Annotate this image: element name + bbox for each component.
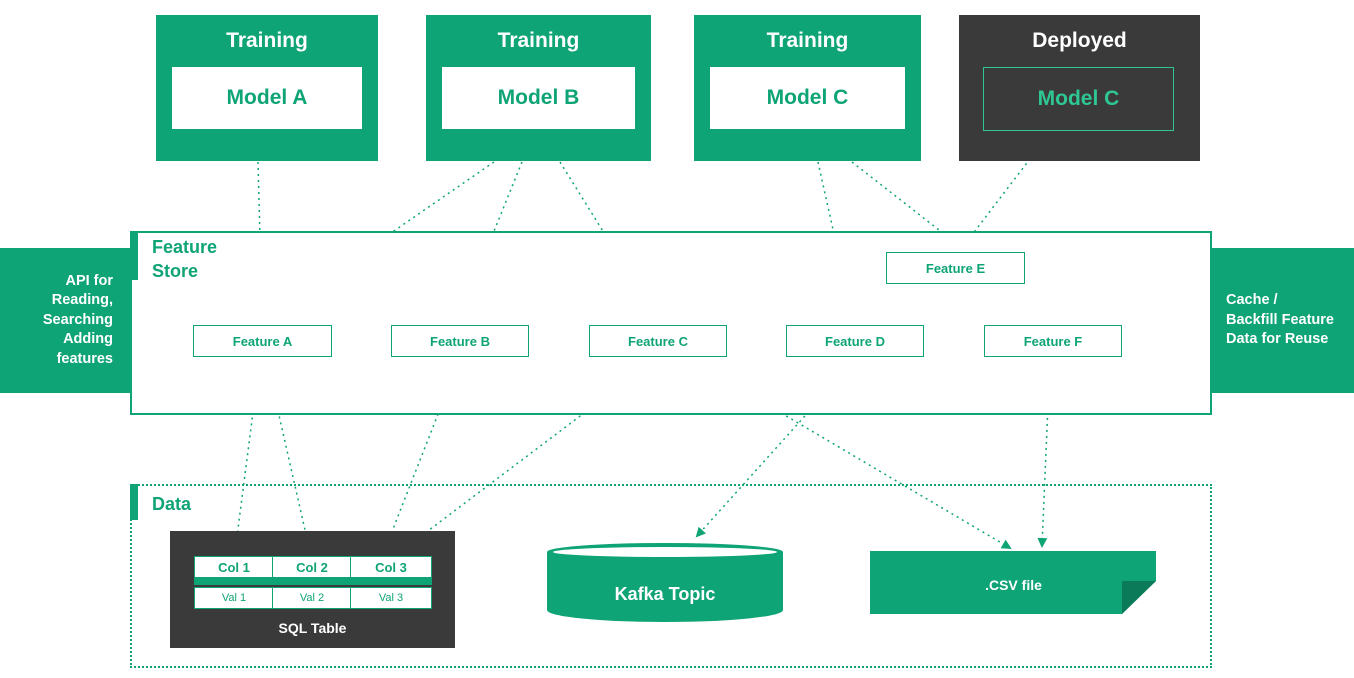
model-status: Training [497, 29, 580, 52]
kafka-cylinder-icon [547, 543, 783, 622]
feature-c[interactable]: Feature C [589, 325, 727, 357]
model-status: Training [766, 29, 849, 52]
sql-column-header: Col 3 [350, 556, 432, 578]
api-panel-text: API for Reading, Searching Adding featur… [42, 272, 113, 367]
sql-table-label: SQL Table [278, 620, 347, 636]
cache-panel: Cache / Backfill Feature Data for Reuse [1211, 248, 1354, 393]
sql-value-cell: Val 2 [272, 587, 352, 609]
model-status: Deployed [1032, 29, 1127, 52]
data-section-box [130, 484, 1212, 668]
sql-value-cell: Val 1 [194, 587, 274, 609]
feature-d[interactable]: Feature D [786, 325, 924, 357]
sql-value-cell: Val 3 [350, 587, 432, 609]
model-card-training-c: Training Model C [694, 15, 921, 161]
sql-column-header: Col 2 [272, 556, 352, 578]
kafka-topic-label: Kafka Topic [614, 584, 716, 604]
model-card-deployed-c: Deployed Model C [959, 15, 1200, 161]
model-card-training-b: Training Model B [426, 15, 651, 161]
feature-store-title: Feature Store [152, 237, 218, 281]
feature-b[interactable]: Feature B [391, 325, 529, 357]
sql-header-bar [194, 577, 432, 585]
feature-a[interactable]: Feature A [193, 325, 332, 357]
model-name: Model B [442, 67, 635, 129]
model-status: Training [226, 29, 308, 52]
feature-e[interactable]: Feature E [886, 252, 1025, 284]
model-name: Model C [983, 67, 1174, 131]
model-name: Model C [710, 67, 905, 129]
csv-file-label: .CSV file [985, 577, 1042, 593]
sql-column-header: Col 1 [194, 556, 274, 578]
csv-file-icon [870, 551, 1156, 614]
data-section-marker [130, 484, 138, 520]
cache-panel-text: Cache / Backfill Feature Data for Reuse [1226, 292, 1334, 348]
data-section-title: Data [152, 494, 192, 514]
model-name: Model A [172, 67, 362, 129]
feature-store-box [130, 231, 1212, 415]
feature-store-marker [130, 231, 138, 280]
model-card-training-a: Training Model A [156, 15, 378, 161]
api-panel: API for Reading, Searching Adding featur… [0, 248, 132, 393]
feature-f[interactable]: Feature F [984, 325, 1122, 357]
